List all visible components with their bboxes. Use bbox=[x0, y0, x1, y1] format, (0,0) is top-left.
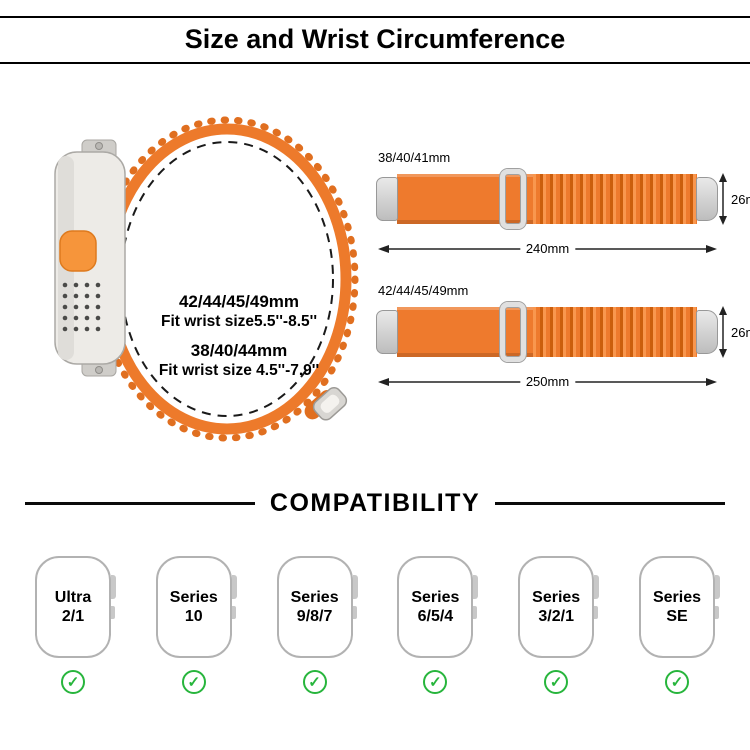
model-name: Series bbox=[652, 589, 701, 606]
speaker-grille-icon bbox=[62, 282, 101, 332]
length-measure: 250mm bbox=[378, 375, 717, 390]
checkmark-icon: ✓ bbox=[181, 670, 206, 694]
size-range-small: 38/40/44mm bbox=[190, 341, 288, 360]
model-card-ultra-2-1: Ultra 2/1 ✓ bbox=[33, 556, 116, 694]
band-loop bbox=[102, 123, 352, 435]
checkmark-icon: ✓ bbox=[544, 670, 569, 694]
model-name: Series bbox=[411, 589, 460, 606]
band-length-label: 250mm bbox=[519, 375, 576, 389]
checkmark-icon: ✓ bbox=[302, 670, 327, 694]
compatible-models-row: Ultra 2/1 ✓ Series 10 ✓ Series 9/8/7 ✓ S… bbox=[33, 556, 720, 694]
fit-range-large: Fit wrist size5.5''-8.5'' bbox=[160, 313, 318, 330]
model-version: 10 bbox=[184, 608, 203, 625]
checkmark-icon: ✓ bbox=[664, 670, 689, 694]
size-range-large: 42/44/45/49mm bbox=[178, 292, 300, 311]
band-graphic: 26mm 250mm bbox=[376, 302, 750, 399]
watch-loop-illustration bbox=[54, 116, 359, 442]
model-card-series-3-2-1: Series 3/2/1 ✓ bbox=[516, 556, 600, 694]
band-buckle-icon bbox=[500, 302, 526, 362]
compatibility-header: COMPATIBILITY bbox=[0, 489, 750, 518]
model-version: 9/8/7 bbox=[296, 608, 333, 625]
band-scallop-edge bbox=[95, 116, 359, 442]
checkmark-icon: ✓ bbox=[61, 670, 85, 694]
divider-right bbox=[495, 502, 726, 505]
title-divider bbox=[0, 62, 750, 64]
watch-outline-icon: Series 3/2/1 bbox=[518, 556, 600, 658]
band-adapter-left-icon bbox=[376, 310, 398, 354]
fit-range-small: Fit wrist size 4.5''-7.9'' bbox=[158, 362, 320, 379]
height-arrow-icon bbox=[719, 173, 727, 225]
model-card-series-se: Series SE ✓ bbox=[637, 556, 720, 694]
model-version: 3/2/1 bbox=[538, 608, 574, 625]
checkmark-icon: ✓ bbox=[423, 670, 448, 694]
band-ridges-texture bbox=[533, 174, 697, 224]
band-ridges-texture bbox=[533, 307, 697, 357]
action-button-icon bbox=[59, 230, 97, 272]
band-length-label: 240mm bbox=[519, 242, 576, 256]
height-arrow-icon bbox=[719, 306, 727, 358]
watch-case bbox=[54, 139, 126, 377]
model-card-series-9-8-7: Series 9/8/7 ✓ bbox=[275, 556, 358, 694]
band-strip bbox=[397, 174, 697, 224]
watch-outline-icon: Ultra 2/1 bbox=[35, 556, 116, 658]
band-height-label: 26mm bbox=[731, 192, 750, 207]
page-title: Size and Wrist Circumference bbox=[184, 24, 566, 54]
compatibility-title: COMPATIBILITY bbox=[269, 489, 481, 517]
size-fit-text: 42/44/45/49mm Fit wrist size5.5''-8.5'' … bbox=[132, 292, 346, 381]
model-name: Series bbox=[290, 589, 339, 606]
watch-loop-figure: 42/44/45/49mm Fit wrist size5.5''-8.5'' … bbox=[12, 86, 374, 488]
model-name: Series bbox=[532, 589, 581, 606]
band-adapter-right-icon bbox=[696, 177, 718, 221]
band-size-label: 38/40/41mm bbox=[378, 150, 451, 165]
g-hook-icon bbox=[304, 387, 348, 421]
top-divider bbox=[0, 16, 750, 18]
band-diagram-large-sizes: 42/44/45/49mm 26mm 250mm bbox=[376, 283, 750, 399]
divider-left bbox=[25, 502, 255, 505]
watch-outline-icon: Series SE bbox=[638, 556, 720, 658]
model-name: Series bbox=[169, 589, 218, 606]
dashed-measure-circle bbox=[120, 141, 334, 417]
band-strip bbox=[397, 307, 697, 357]
band-adapter-right-icon bbox=[696, 310, 718, 354]
band-diagram-small-sizes: 38/40/41mm 26mm 240mm bbox=[376, 150, 750, 266]
band-size-label: 42/44/45/49mm bbox=[378, 283, 469, 298]
model-version: 6/5/4 bbox=[417, 608, 454, 625]
model-version: 2/1 bbox=[61, 608, 85, 625]
model-card-series-10: Series 10 ✓ bbox=[154, 556, 237, 694]
model-version: SE bbox=[666, 608, 688, 625]
band-graphic: 26mm 240mm bbox=[376, 169, 750, 266]
watch-outline-icon: Series 6/5/4 bbox=[397, 556, 479, 658]
band-adapter-left-icon bbox=[376, 177, 398, 221]
watch-outline-icon: Series 10 bbox=[155, 556, 237, 658]
length-measure: 240mm bbox=[378, 242, 717, 257]
model-name: Ultra bbox=[54, 589, 92, 606]
model-card-series-6-5-4: Series 6/5/4 ✓ bbox=[395, 556, 479, 694]
watch-outline-icon: Series 9/8/7 bbox=[276, 556, 358, 658]
band-buckle-icon bbox=[500, 169, 526, 229]
band-height-label: 26mm bbox=[731, 325, 750, 340]
